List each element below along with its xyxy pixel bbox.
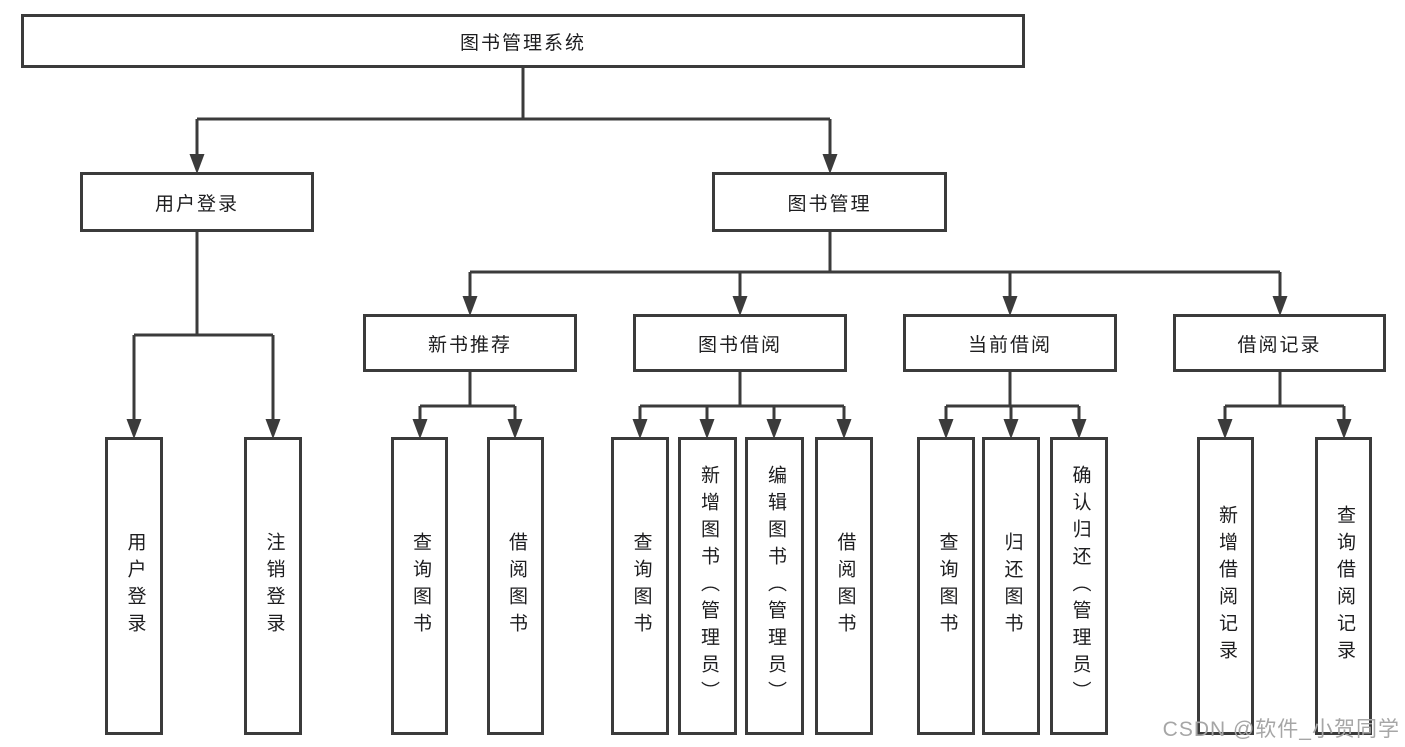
- node-label: 当前借阅: [967, 334, 1052, 356]
- node-book-borrowing: 图书借阅: [633, 314, 847, 372]
- node-label: 编辑图书（管理员）: [764, 464, 786, 708]
- arrowhead-icon: [265, 419, 281, 439]
- arrowhead-icon: [822, 154, 838, 174]
- node-label: 查询图书: [630, 532, 652, 640]
- node-new-book-recommendation: 新书推荐: [363, 314, 577, 372]
- leaf-borrow-books-recommend: 借阅图书: [487, 437, 544, 735]
- node-label: 借阅图书: [505, 532, 527, 640]
- node-label: 借阅记录: [1237, 334, 1322, 356]
- node-label: 查询借阅记录: [1333, 505, 1355, 667]
- arrowhead-icon: [1217, 419, 1233, 439]
- arrowhead-icon: [1272, 296, 1288, 316]
- leaf-add-books-admin: 新增图书（管理员）: [678, 437, 737, 735]
- leaf-query-borrow-record: 查询借阅记录: [1315, 437, 1372, 735]
- arrowhead-icon: [1071, 419, 1087, 439]
- leaf-edit-books-admin: 编辑图书（管理员）: [745, 437, 804, 735]
- arrowhead-icon: [189, 154, 205, 174]
- arrowhead-icon: [1002, 296, 1018, 316]
- leaf-borrow-books: 借阅图书: [815, 437, 873, 735]
- leaf-query-books-borrow: 查询图书: [611, 437, 669, 735]
- node-borrowing-records: 借阅记录: [1173, 314, 1386, 372]
- node-label: 图书借阅: [697, 334, 782, 356]
- arrowhead-icon: [938, 419, 954, 439]
- leaf-logout: 注销登录: [244, 437, 302, 735]
- node-label: 新增借阅记录: [1215, 505, 1237, 667]
- node-label: 用户登录: [154, 193, 239, 215]
- arrowhead-icon: [699, 419, 715, 439]
- node-label: 新书推荐: [427, 334, 512, 356]
- node-label: 查询图书: [409, 532, 431, 640]
- node-label: 新增图书（管理员）: [697, 464, 719, 708]
- node-user-login: 用户登录: [80, 172, 314, 232]
- arrowhead-icon: [766, 419, 782, 439]
- arrowhead-icon: [1336, 419, 1352, 439]
- node-book-management: 图书管理: [712, 172, 947, 232]
- node-label: 图书管理: [787, 193, 872, 215]
- leaf-query-books-recommend: 查询图书: [391, 437, 448, 735]
- arrowhead-icon: [412, 419, 428, 439]
- node-label: 借阅图书: [834, 532, 856, 640]
- node-label: 确认归还（管理员）: [1069, 464, 1091, 708]
- arrowhead-icon: [836, 419, 852, 439]
- node-library-management-system: 图书管理系统: [21, 14, 1025, 68]
- leaf-confirm-return-admin: 确认归还（管理员）: [1050, 437, 1108, 735]
- leaf-user-login: 用户登录: [105, 437, 163, 735]
- arrowhead-icon: [126, 419, 142, 439]
- node-label: 注销登录: [263, 532, 285, 640]
- node-label: 查询图书: [936, 532, 958, 640]
- csdn-watermark: CSDN @软件_小贺同学: [1162, 718, 1400, 741]
- node-current-borrowing: 当前借阅: [903, 314, 1117, 372]
- arrowhead-icon: [1003, 419, 1019, 439]
- leaf-query-books-current: 查询图书: [917, 437, 975, 735]
- leaf-return-books: 归还图书: [982, 437, 1040, 735]
- node-label: 图书管理系统: [459, 32, 586, 54]
- arrowhead-icon: [632, 419, 648, 439]
- node-label: 归还图书: [1001, 532, 1023, 640]
- arrowhead-icon: [462, 296, 478, 316]
- leaf-add-borrow-record: 新增借阅记录: [1197, 437, 1254, 735]
- node-label: 用户登录: [124, 532, 146, 640]
- arrowhead-icon: [732, 296, 748, 316]
- arrowhead-icon: [507, 419, 523, 439]
